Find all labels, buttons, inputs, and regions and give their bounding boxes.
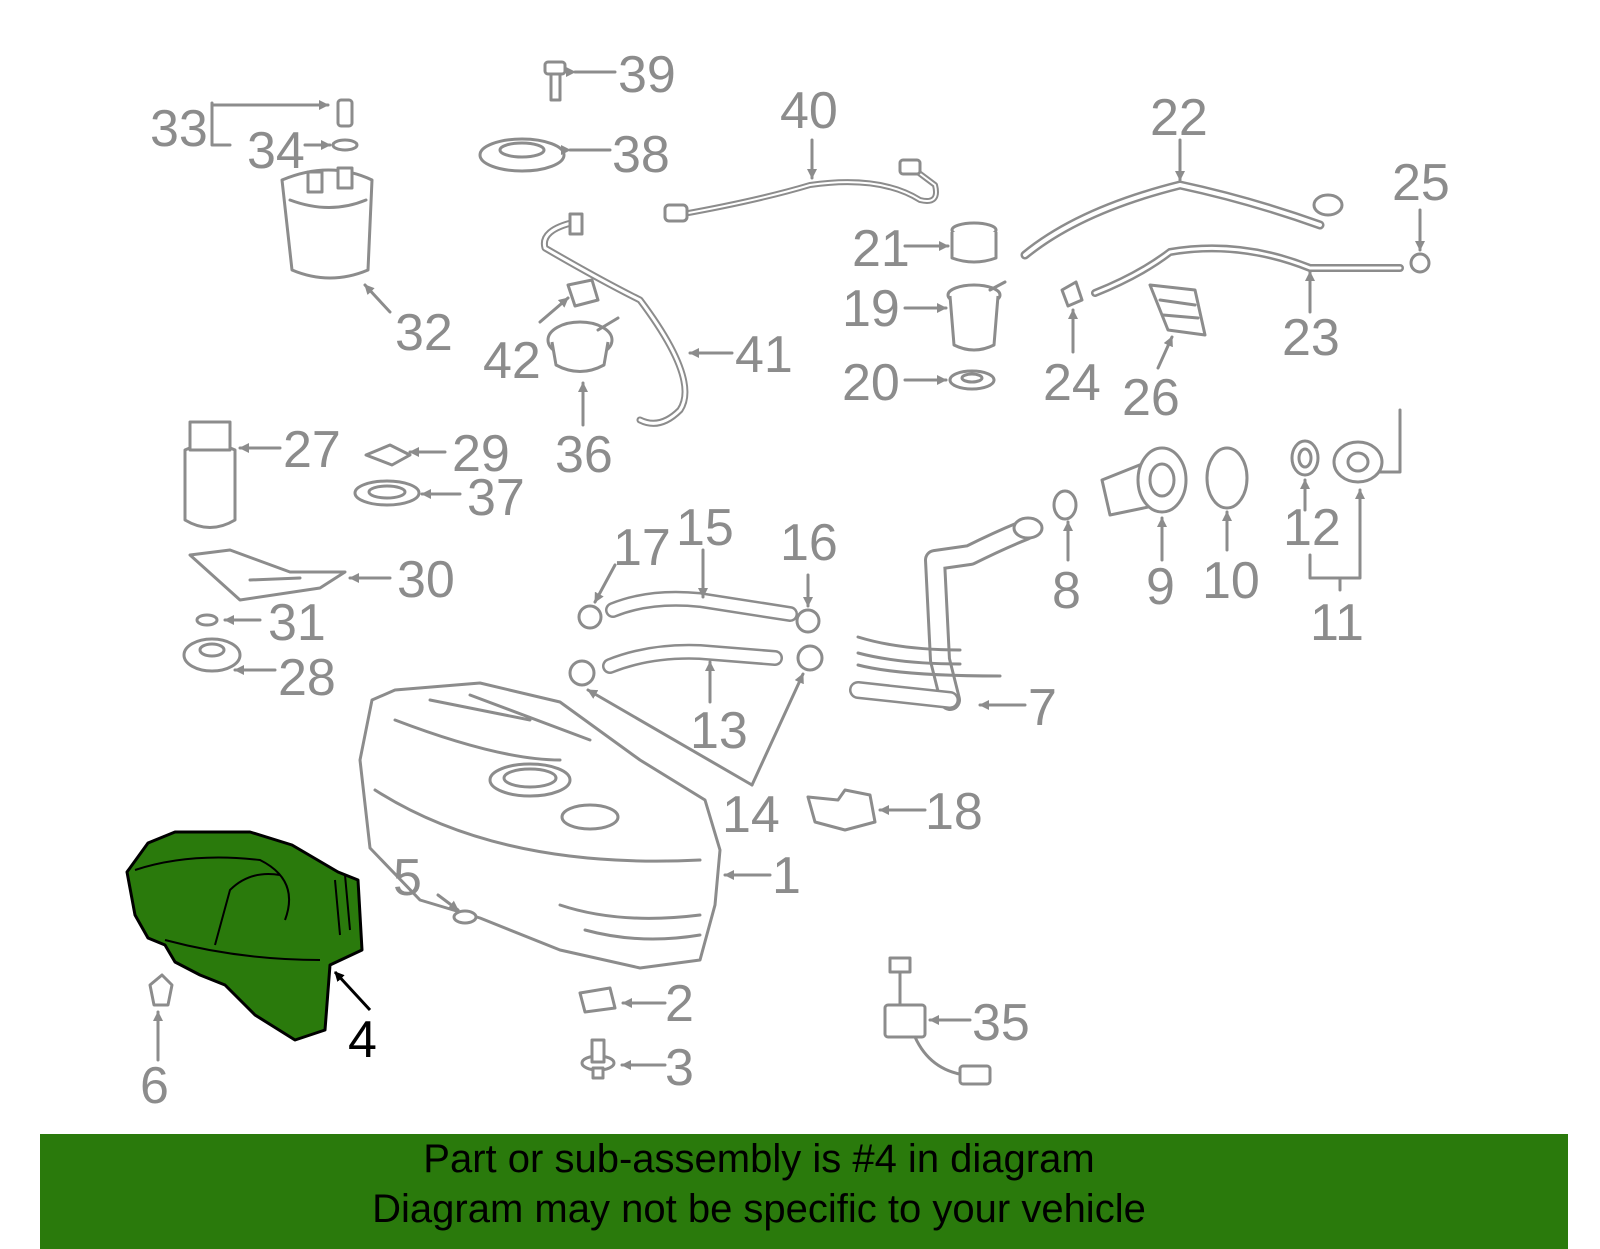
part-13-hose: 13 <box>602 643 783 760</box>
callout-37: 37 <box>467 469 525 527</box>
part-9-filler-neck: 9 <box>1100 446 1188 616</box>
part-5-pin: 5 <box>393 849 478 925</box>
part-6-pin: 6 <box>140 973 174 1115</box>
callout-20: 20 <box>842 354 900 412</box>
part-20-grommet: 20 <box>842 354 996 412</box>
callout-19: 19 <box>842 280 900 338</box>
part-23-hose: 23 <box>1091 244 1404 367</box>
callout-1: 1 <box>772 847 801 905</box>
part-27-fuel-pump: 27 <box>183 420 341 529</box>
part-14-clamps: 14 <box>568 644 824 844</box>
part-26-bracket: 26 <box>1122 283 1207 427</box>
callout-13: 13 <box>690 702 748 760</box>
footer-line-2: Diagram may not be specific to your vehi… <box>372 1187 1146 1231</box>
callout-38: 38 <box>612 126 670 184</box>
part-35-fuel-sender: 35 <box>883 956 1030 1086</box>
callout-34: 34 <box>247 122 305 180</box>
callout-21: 21 <box>852 220 910 278</box>
callout-7: 7 <box>1028 679 1057 737</box>
part-28-filter: 28 <box>182 637 336 707</box>
part-2-cushion: 2 <box>578 975 694 1033</box>
part-21-cap: 21 <box>852 220 998 278</box>
callout-5: 5 <box>393 849 422 907</box>
part-41-hose: 41 <box>540 212 793 427</box>
callout-35: 35 <box>972 994 1030 1052</box>
callout-10: 10 <box>1202 552 1260 610</box>
callout-24: 24 <box>1043 354 1101 412</box>
part-24-clamp: 24 <box>1043 280 1101 412</box>
callout-3: 3 <box>665 1039 694 1097</box>
callout-39: 39 <box>618 46 676 104</box>
part-31-oring: 31 <box>195 594 326 652</box>
callout-18: 18 <box>925 783 983 841</box>
part-7-filler-pipe: 7 <box>849 516 1057 737</box>
callout-6: 6 <box>140 1057 169 1115</box>
callout-27: 27 <box>283 421 341 479</box>
part-40-hose: 40 <box>663 82 939 223</box>
part-16-clamp: 16 <box>780 514 838 634</box>
callout-42: 42 <box>483 332 541 390</box>
part-1-fuel-tank: 1 <box>358 681 801 970</box>
callout-33: 33 <box>150 100 208 158</box>
part-10-gasket: 10 <box>1202 446 1260 610</box>
part-15-hose: 15 <box>605 499 798 622</box>
callout-14: 14 <box>722 786 780 844</box>
callout-16: 16 <box>780 514 838 572</box>
callout-11: 11 <box>1310 594 1364 652</box>
part-4-highlighted-protector: 4 <box>125 830 377 1069</box>
part-8-oring: 8 <box>1052 489 1081 620</box>
part-32-fuel-filter: 33 34 32 <box>150 98 453 362</box>
part-12-gasket: 12 <box>1283 439 1341 557</box>
callout-32: 32 <box>395 304 453 362</box>
part-36-vent-valve: 36 <box>546 316 620 484</box>
callout-15: 15 <box>676 499 734 557</box>
callout-26: 26 <box>1122 369 1180 427</box>
callout-17: 17 <box>613 519 671 577</box>
callout-31: 31 <box>268 594 326 652</box>
callout-36: 36 <box>555 426 613 484</box>
part-30-bracket: 30 <box>188 548 455 609</box>
footer-line-1: Part or sub-assembly is #4 in diagram <box>423 1137 1095 1181</box>
callout-12: 12 <box>1283 499 1341 557</box>
callout-9: 9 <box>1146 558 1175 616</box>
part-25-clamp: 25 <box>1392 154 1450 274</box>
callout-2: 2 <box>665 975 694 1033</box>
part-42-clip: 42 <box>483 278 600 390</box>
part-37-gasket: 37 <box>353 469 525 527</box>
callout-8: 8 <box>1052 562 1081 620</box>
callout-29: 29 <box>452 425 510 483</box>
part-22-hose: 22 <box>1020 89 1344 260</box>
part-18-protector: 18 <box>806 783 983 841</box>
callout-23: 23 <box>1282 309 1340 367</box>
part-19-valve: 19 <box>842 280 1007 352</box>
callout-22: 22 <box>1150 89 1208 147</box>
part-38-gasket: 38 <box>478 126 670 184</box>
callout-4: 4 <box>348 1011 377 1069</box>
part-39-bolt: 39 <box>543 46 676 104</box>
callout-41: 41 <box>735 326 793 384</box>
callout-30: 30 <box>397 551 455 609</box>
callout-28: 28 <box>278 649 336 707</box>
part-3-bolt: 3 <box>580 1038 694 1097</box>
part-29-clip: 29 <box>364 425 510 483</box>
footer-banner: Part or sub-assembly is #4 in diagram Di… <box>40 1134 1568 1249</box>
callout-25: 25 <box>1392 154 1450 212</box>
callout-40: 40 <box>780 82 838 140</box>
part-17-clamp: 17 <box>577 519 671 630</box>
part-11-fuel-cap: 11 <box>1308 408 1402 652</box>
